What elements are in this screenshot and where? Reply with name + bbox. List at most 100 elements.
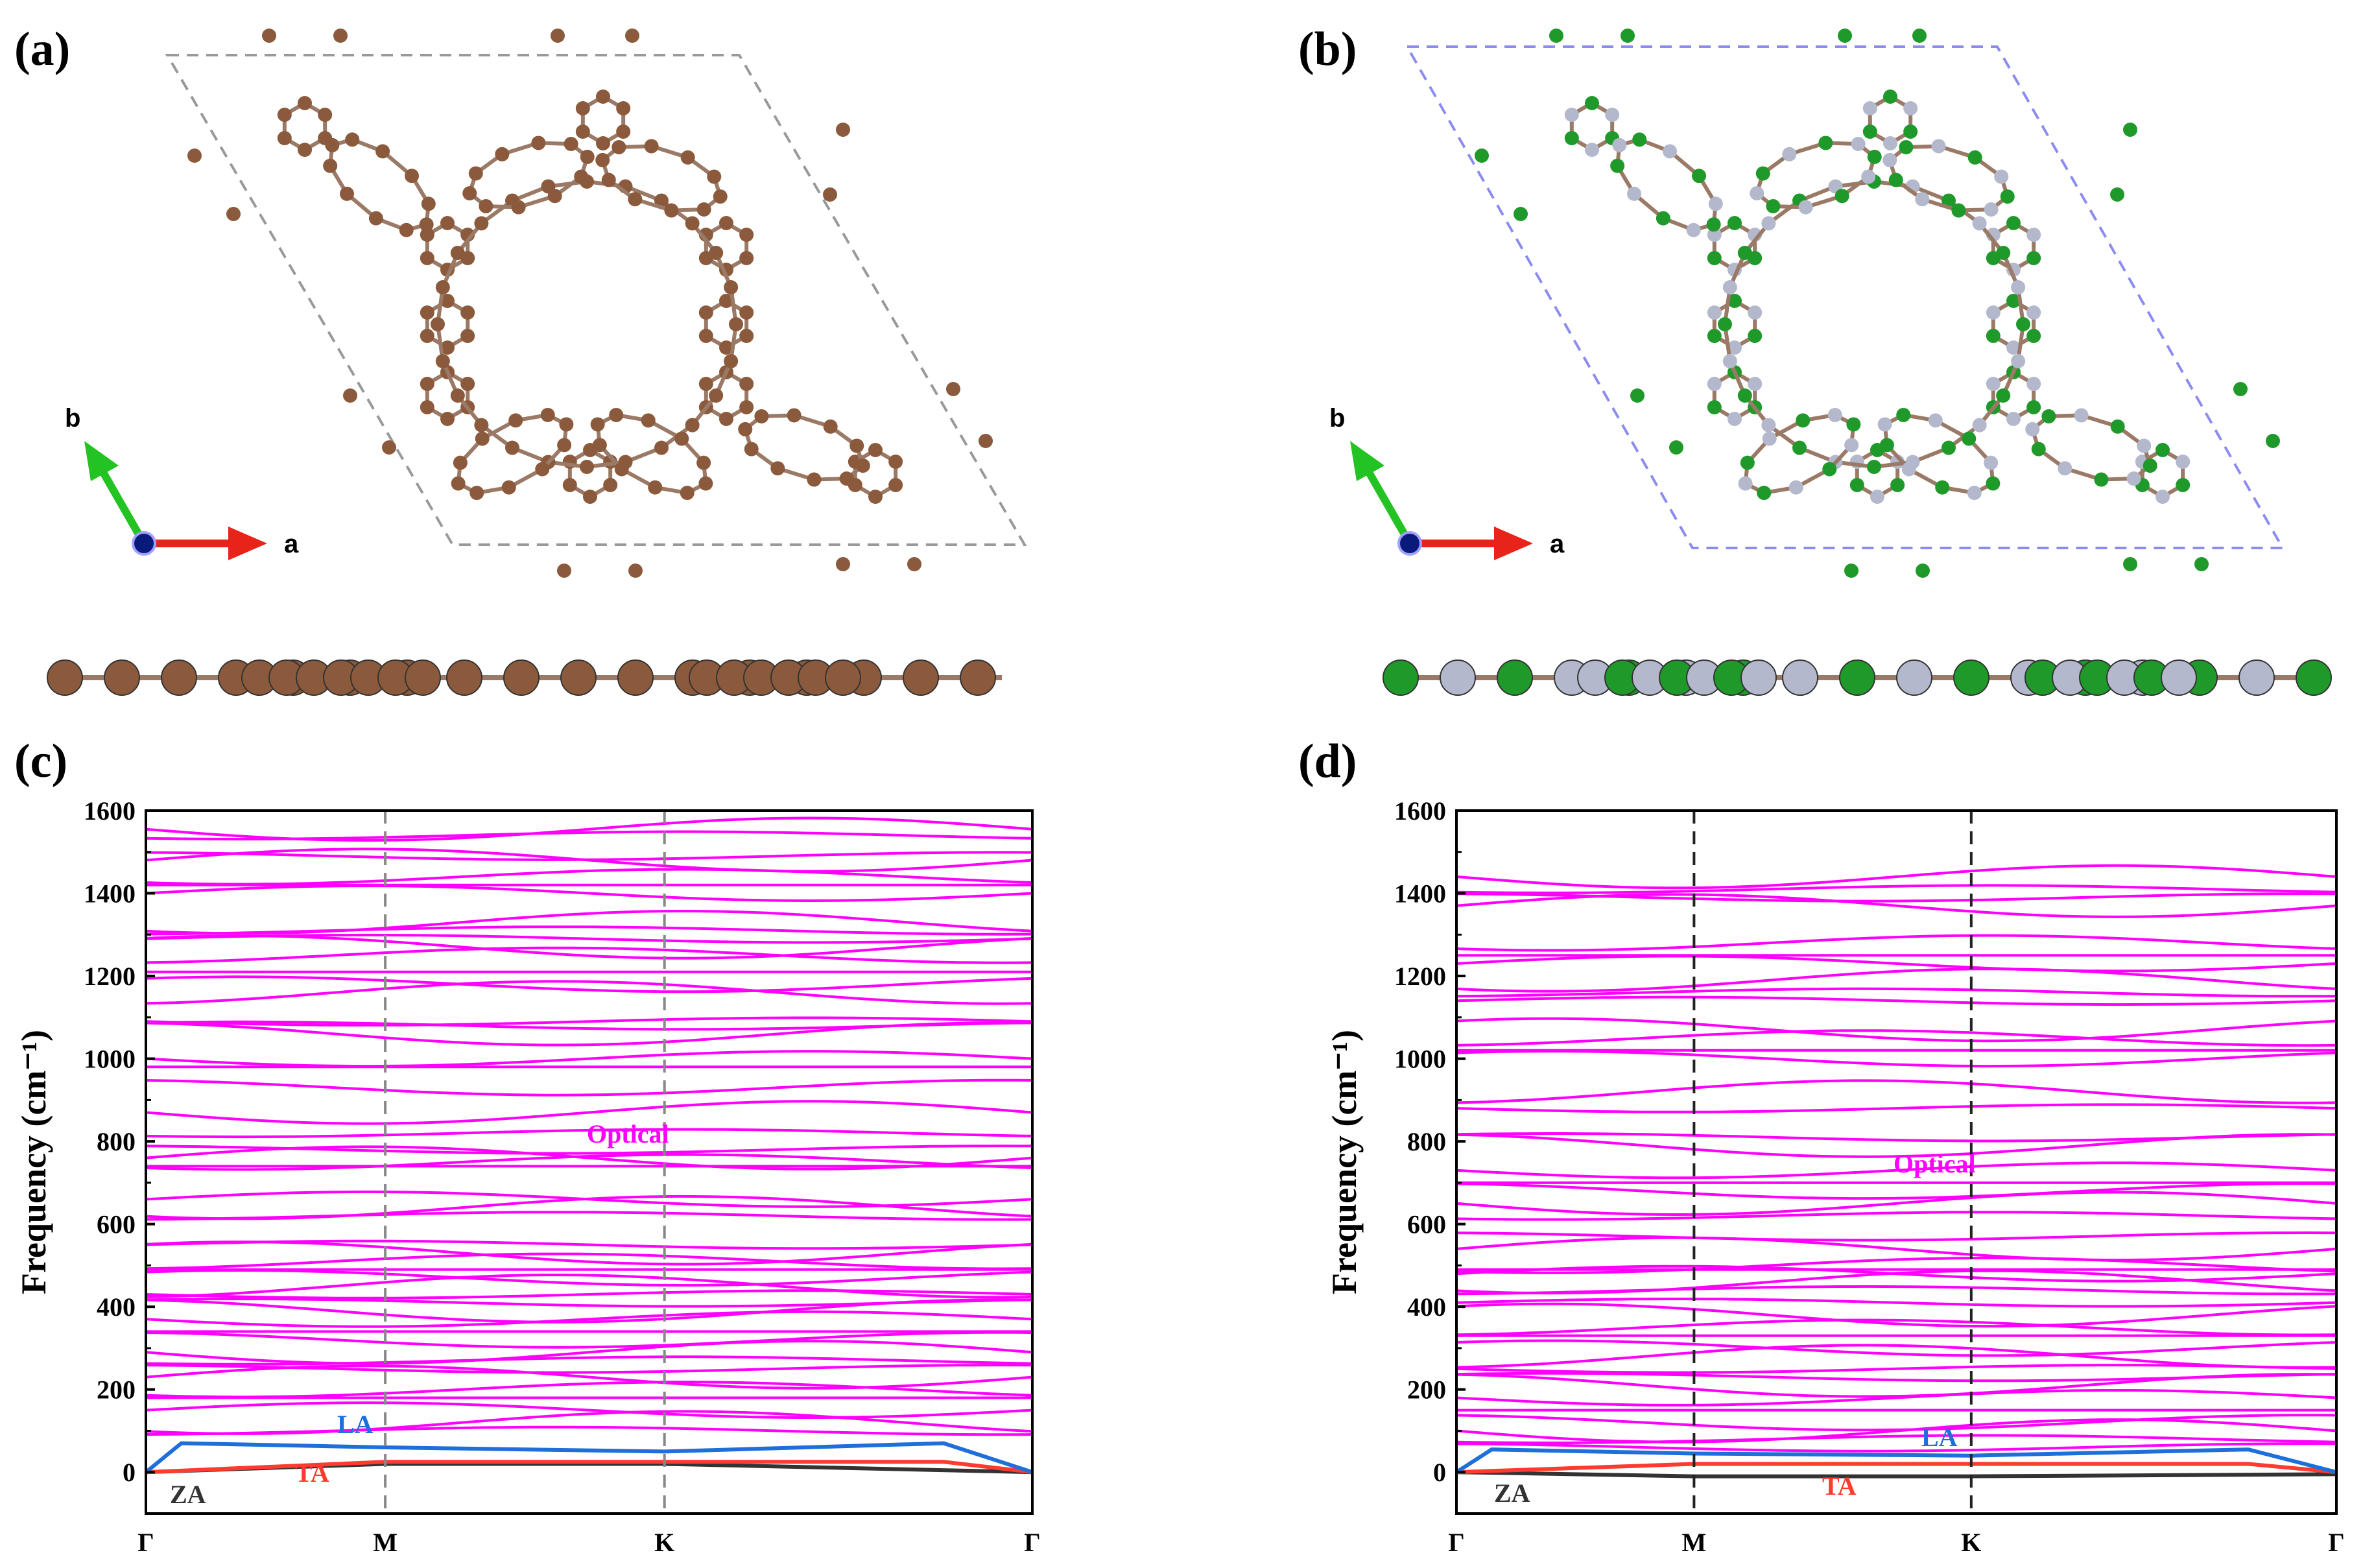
carbon-atom	[628, 564, 643, 578]
carbon-atom	[744, 442, 759, 457]
annotation-za: ZA	[170, 1480, 206, 1509]
atom	[1766, 198, 1781, 213]
carbon-atom	[511, 200, 526, 215]
atom	[1986, 329, 2001, 343]
carbon-atom	[277, 131, 292, 145]
atom	[1692, 169, 1707, 184]
atom	[2143, 458, 2157, 473]
carbon-atom	[551, 29, 565, 43]
optical-branch	[146, 1274, 1032, 1299]
carbon-atom	[435, 353, 450, 368]
optical-branch	[146, 1331, 1032, 1349]
y-tick-label: 1200	[1394, 962, 1446, 991]
carbon-atom	[339, 186, 354, 201]
atom	[1972, 216, 1987, 231]
optical-branch	[146, 1298, 1032, 1324]
optical-branch	[146, 1153, 1032, 1171]
atom	[2006, 294, 2021, 308]
carbon-atom	[739, 377, 754, 391]
optical-branch	[1456, 1182, 2336, 1200]
acoustic-branch-la	[146, 1441, 1032, 1475]
atom-side	[1953, 659, 1989, 696]
atom	[1882, 152, 1897, 167]
optical-branch	[1456, 1191, 2336, 1217]
atom-side	[1740, 659, 1777, 696]
atom	[1514, 207, 1528, 221]
carbon-atom	[420, 329, 434, 343]
x-tick-label: Γ	[1448, 1528, 1464, 1557]
c-axis-marker	[132, 531, 156, 556]
carbon-atom	[855, 458, 870, 473]
atom	[1748, 329, 1763, 343]
optical-branch	[146, 946, 1032, 964]
carbon-atom	[836, 123, 850, 137]
panel-a: (a) a b	[14, 23, 1027, 696]
atom	[1967, 150, 1982, 165]
atom	[2058, 461, 2072, 476]
carbon-atom	[419, 217, 434, 232]
acoustic-branch-la	[1456, 1447, 2336, 1475]
atom	[1564, 108, 1579, 122]
atom-side	[2161, 659, 2197, 696]
carbon-atom	[680, 486, 695, 501]
optical-branch	[1456, 1103, 2336, 1113]
a-axis-label: a	[284, 530, 299, 558]
carbon-atom	[435, 280, 450, 295]
optical-branch	[146, 816, 1032, 842]
annotation-la: LA	[337, 1410, 374, 1439]
atom	[1564, 131, 1579, 145]
carbon-atom	[501, 480, 516, 495]
atom	[1849, 478, 1864, 492]
carbon-atom	[729, 317, 743, 331]
carbon-atom	[440, 340, 455, 355]
atom	[1632, 132, 1647, 147]
a-axis-arrowhead	[1494, 527, 1533, 560]
optical-branch	[1456, 1434, 2336, 1444]
atom	[1862, 101, 1877, 115]
optical-branch	[1456, 934, 2336, 952]
carbon-atom	[580, 460, 594, 474]
atom	[1901, 462, 1916, 477]
optical-branch	[1456, 1364, 2336, 1374]
optical-branch	[146, 830, 1032, 840]
carbon-atom	[474, 216, 489, 231]
atom	[1986, 476, 2001, 491]
atom	[1762, 431, 1777, 446]
carbon-atom	[535, 462, 550, 477]
carbon-atom	[596, 89, 610, 104]
atom	[1737, 246, 1752, 260]
atom-side	[1383, 659, 1419, 696]
optical-branch	[146, 1100, 1032, 1125]
panel-c-label: (c)	[14, 735, 67, 788]
optical-branch	[146, 1050, 1032, 1068]
x-tick-label: M	[1682, 1528, 1707, 1557]
carbon-atom	[440, 412, 455, 426]
y-tick-label: 1400	[1394, 879, 1446, 909]
y-tick-label: 400	[1407, 1292, 1446, 1322]
optical-branch	[146, 1021, 1032, 1047]
optical-branch	[146, 975, 1032, 993]
carbon-atom	[451, 476, 466, 491]
b-axis-arrow	[1366, 471, 1414, 545]
carbon-atom-side	[617, 659, 654, 696]
atom	[1931, 139, 1946, 154]
optical-branch	[146, 934, 1032, 960]
carbon-atom	[420, 400, 434, 414]
atom	[1994, 169, 2009, 184]
carbon-structure-side-view	[47, 659, 1002, 696]
atom	[1585, 143, 1599, 157]
carbon-atom	[325, 137, 340, 152]
atom	[2176, 478, 2191, 492]
carbon-atom	[323, 158, 338, 173]
atom	[2031, 442, 2046, 457]
binary-structure-side-view	[1383, 659, 2332, 696]
atom	[1984, 202, 1999, 217]
atom	[1761, 216, 1776, 231]
carbon-atom	[739, 228, 754, 242]
atom	[1912, 29, 1927, 43]
carbon-atom	[277, 108, 292, 122]
atom	[1728, 294, 1742, 308]
optical-branch	[1456, 1339, 2336, 1357]
atom	[1707, 251, 1722, 265]
atom	[1707, 329, 1722, 343]
